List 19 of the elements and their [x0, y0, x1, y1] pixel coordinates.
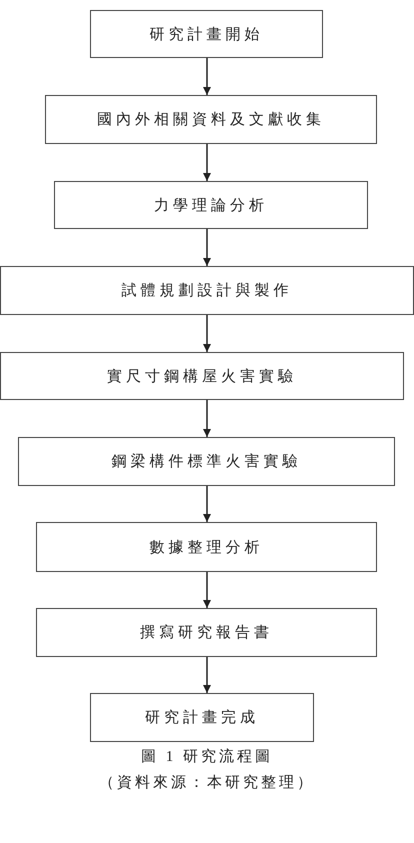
process-box: 研究計畫開始 — [90, 10, 323, 58]
arrow — [203, 572, 211, 608]
process-box: 力學理論分析 — [54, 181, 368, 229]
source-note: （資料來源：本研究整理） — [98, 774, 316, 792]
arrow — [203, 657, 211, 693]
arrow — [203, 400, 211, 437]
figure-caption: 圖 1 研究流程圖 — [140, 747, 274, 766]
process-box: 鋼梁構件標準火害實驗 — [18, 437, 395, 486]
arrow — [203, 486, 211, 522]
process-box: 實尺寸鋼構屋火害實驗 — [0, 352, 404, 400]
process-box: 國內外相關資料及文獻收集 — [45, 95, 377, 144]
process-box: 研究計畫完成 — [90, 693, 314, 742]
arrow — [203, 229, 211, 266]
process-box: 撰寫研究報告書 — [36, 608, 377, 657]
arrow — [203, 315, 211, 352]
process-box: 試體規劃設計與製作 — [0, 266, 414, 315]
arrow — [203, 144, 211, 181]
arrow — [203, 58, 211, 95]
process-box: 數據整理分析 — [36, 522, 377, 572]
